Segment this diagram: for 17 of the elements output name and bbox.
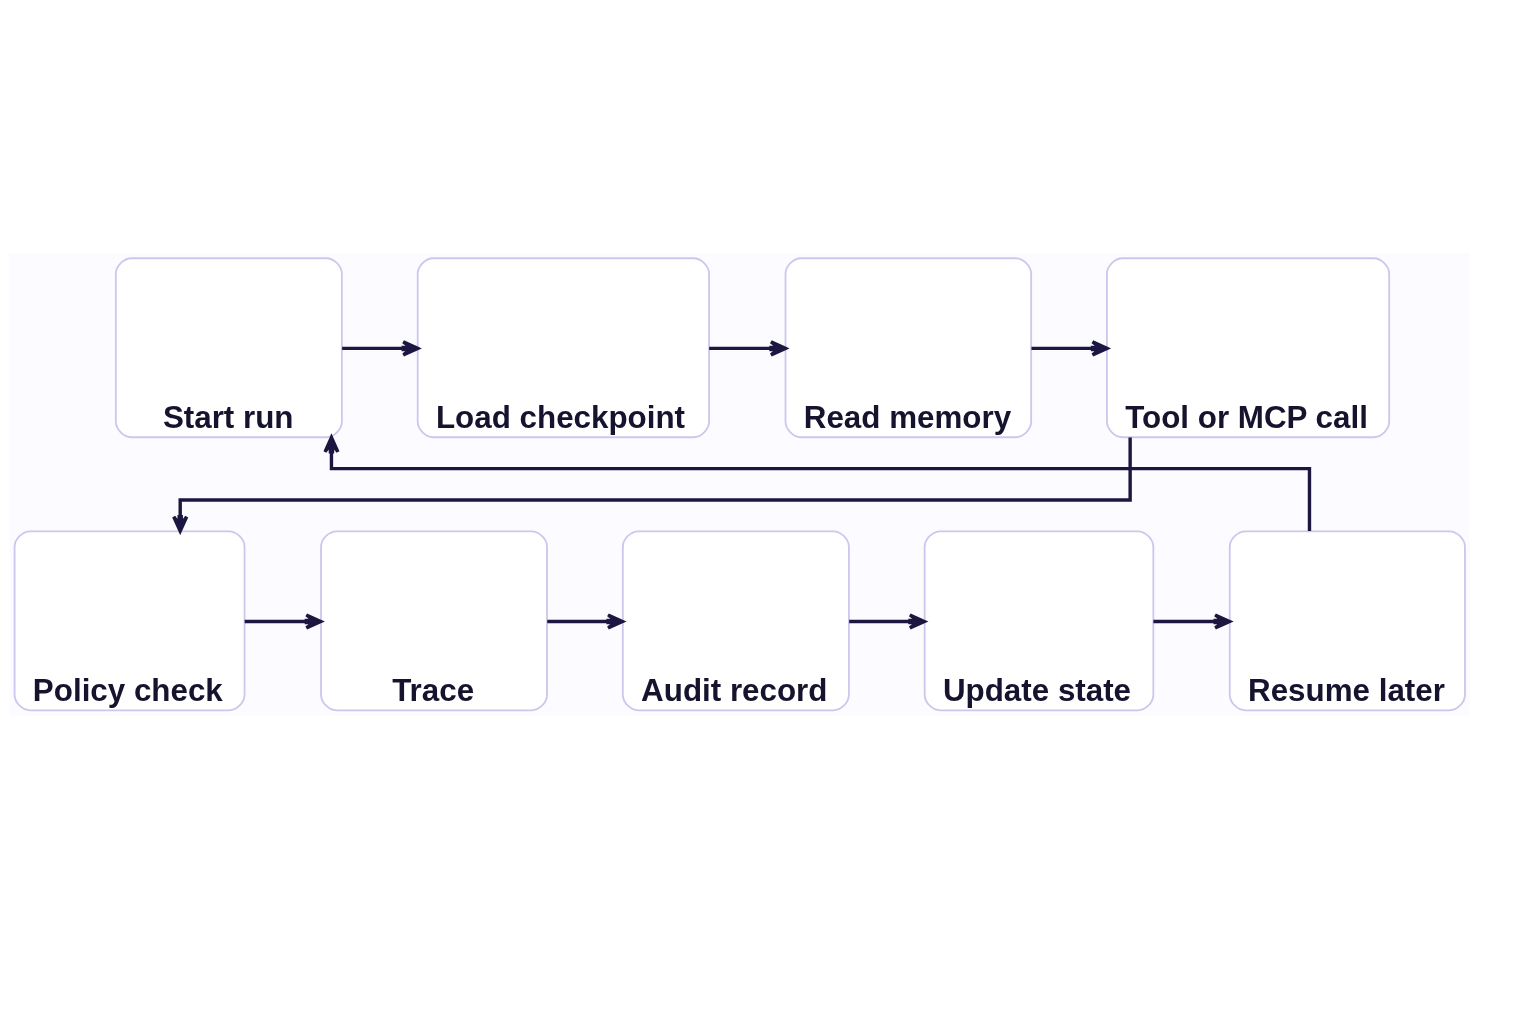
node-box: Resume later: [1228, 529, 1466, 711]
node-box: Tool or MCP call: [1106, 256, 1391, 438]
arrow: [849, 612, 926, 630]
node-box: Start run: [114, 256, 343, 438]
arrow: [547, 612, 625, 630]
node-box: Load checkpoint: [416, 256, 710, 438]
node-box: Policy check: [13, 529, 246, 711]
arrow: [709, 339, 788, 357]
arrow: [342, 339, 420, 357]
node-box: Read memory: [784, 256, 1033, 438]
node-box: Update state: [923, 529, 1155, 711]
arrow: [1153, 612, 1232, 630]
arrow: [323, 435, 1312, 531]
arrow: [1031, 339, 1109, 357]
node-box: Trace: [320, 529, 548, 711]
arrow: [244, 612, 323, 630]
node-box: Audit record: [621, 529, 850, 711]
